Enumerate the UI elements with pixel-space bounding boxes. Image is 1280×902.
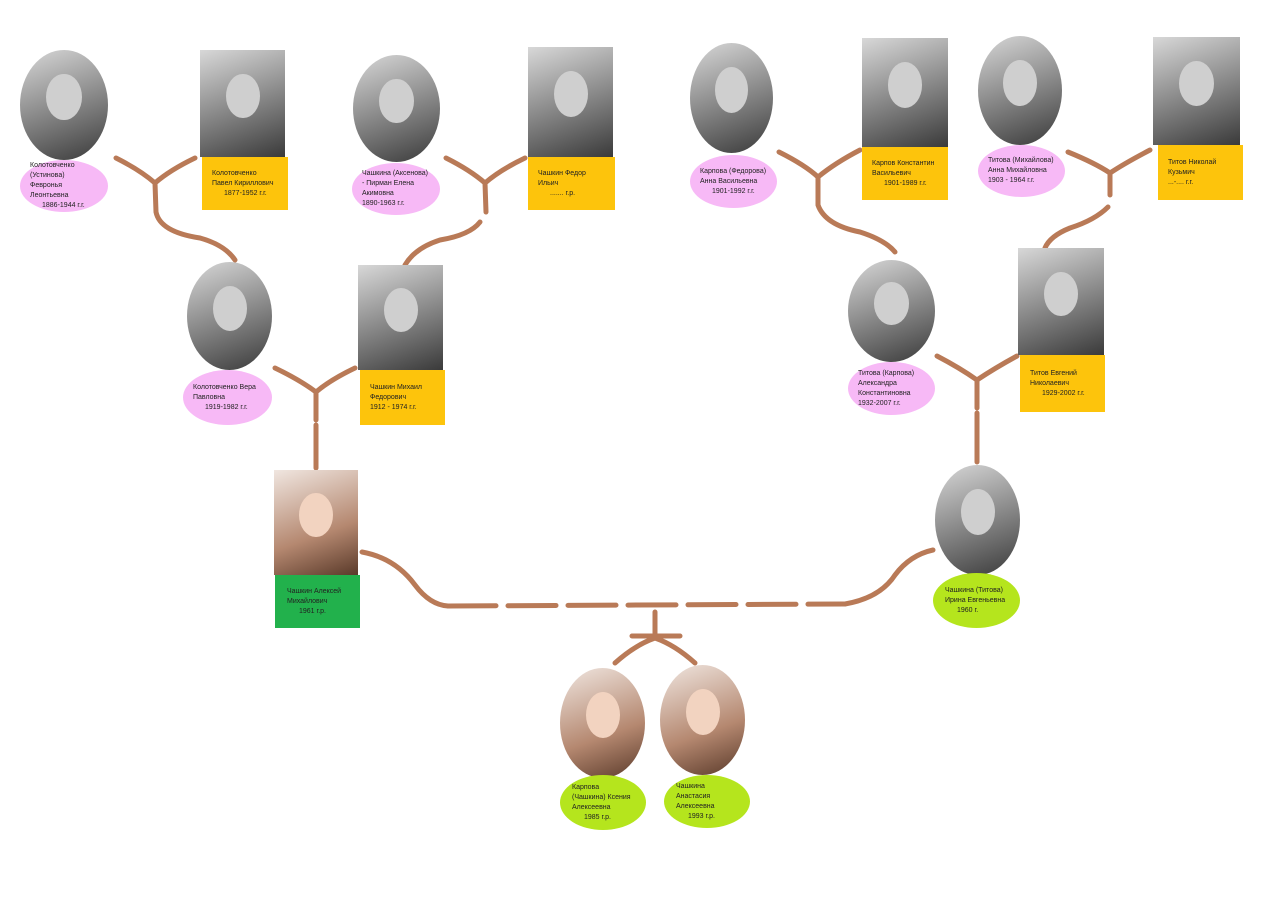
person-name: Колотовченко Вера Павловна	[193, 383, 256, 401]
person-card-anastasia[interactable]: Чашкина Анастасия Алексеевна 1993 г.р.	[664, 775, 750, 828]
connector	[445, 601, 848, 609]
person-years: 1877-1952 г.г.	[224, 189, 267, 197]
person-card-fedor[interactable]: Чашкин Федор Ильич ....... г.р.	[528, 157, 615, 210]
person-name: Чашкин Алексей Михайлович	[287, 587, 342, 605]
photo-fevronya	[20, 50, 108, 160]
connector	[1042, 147, 1153, 251]
person-name: Чашкина (Аксенова) - Пирман Елена Акимов…	[362, 170, 429, 197]
photo-anna-karpova	[690, 43, 773, 153]
person-name: Колотовченко Павел Кириллович	[212, 169, 274, 187]
person-years: 1901-1989 г.г.	[884, 179, 927, 187]
connector	[934, 353, 1020, 465]
photo-konstantin	[862, 38, 948, 147]
connector	[113, 155, 238, 263]
person-years: 1960 г.	[957, 606, 979, 614]
person-years: 1901-1992 г.г.	[712, 187, 755, 195]
person-years: ...-.... г.г.	[1168, 178, 1194, 186]
person-years: 1985 г.р.	[584, 813, 611, 821]
person-name: Чашкин Михаил Федорович	[370, 383, 423, 401]
person-years: 1961 г.р.	[299, 607, 326, 615]
connector	[776, 147, 898, 255]
person-years: 1886-1944 г.г.	[42, 202, 85, 209]
person-name: Титов Николай Кузьмич	[1168, 158, 1217, 176]
person-years: 1919-1982 г.г.	[205, 403, 248, 411]
person-card-vera[interactable]: Колотовченко Вера Павловна 1919-1982 г.г…	[183, 370, 272, 425]
person-name: Чашкина Анастасия Алексеевна	[676, 782, 715, 810]
person-name: Титов Евгений Николаевич	[1030, 369, 1077, 387]
person-card-ksenia[interactable]: Карпова (Чашкина) Ксения Алексеевна 1985…	[560, 775, 646, 830]
person-years: 1890-1963 г.г.	[362, 200, 405, 207]
photo-alexandra	[848, 260, 935, 362]
person-card-pavel[interactable]: Колотовченко Павел Кириллович 1877-1952 …	[202, 157, 288, 210]
photo-alexei	[274, 470, 358, 575]
person-name: Чашкин Федор Ильич	[538, 169, 586, 187]
person-card-fevronya[interactable]: Колотовченко (Устинова) Февронья Леонтье…	[20, 160, 108, 212]
photo-mikhail	[358, 265, 443, 370]
photo-irina	[935, 465, 1020, 575]
person-years: 1929-2002 г.г.	[1042, 389, 1085, 397]
photo-vera	[187, 262, 272, 370]
person-years: 1912 - 1974 г.г.	[370, 403, 417, 411]
person-years: 1932-2007 г.г.	[858, 399, 901, 407]
person-card-evgeny[interactable]: Титов Евгений Николаевич 1929-2002 г.г.	[1020, 355, 1105, 412]
connector	[359, 549, 451, 609]
person-card-alexei[interactable]: Чашкин Алексей Михайлович 1961 г.р.	[275, 575, 360, 628]
person-name: Карпов Константин Васильевич	[872, 159, 935, 177]
photo-nikolai	[1153, 37, 1240, 145]
photo-anastasia	[660, 665, 745, 775]
connector	[402, 155, 528, 268]
person-years: 1903 - 1964 г.г.	[988, 177, 1035, 184]
photo-fedor	[528, 47, 613, 157]
person-name: Титова (Карпова) Александра Константинов…	[858, 369, 915, 397]
person-years: ....... г.р.	[550, 189, 576, 197]
person-name: Титова (Михайлова) Анна Михайловна	[988, 157, 1054, 174]
person-card-mikhail[interactable]: Чашкин Михаил Федорович 1912 - 1974 г.г.	[360, 370, 445, 425]
person-card-anna-karpova[interactable]: Карпова (Федорова) Анна Васильевна 1901-…	[690, 155, 777, 208]
photo-pavel	[200, 50, 285, 157]
connector	[272, 365, 358, 471]
person-card-irina[interactable]: Чашкина (Титова) Ирина Евгеньевна 1960 г…	[933, 573, 1020, 628]
photo-elena	[353, 55, 440, 162]
person-card-alexandra[interactable]: Титова (Карпова) Александра Константинов…	[848, 362, 935, 415]
photo-anna-titova	[978, 36, 1062, 145]
person-name: Чашкина (Титова) Ирина Евгеньевна	[945, 586, 1006, 604]
person-card-konstantin[interactable]: Карпов Константин Васильевич 1901-1989 г…	[862, 147, 948, 200]
person-name: Карпова (Чашкина) Ксения Алексеевна	[572, 783, 631, 811]
connector	[842, 547, 936, 607]
person-years: 1993 г.р.	[688, 812, 715, 820]
photo-ksenia	[560, 668, 645, 778]
person-card-anna-titova[interactable]: Титова (Михайлова) Анна Михайловна 1903 …	[978, 145, 1065, 197]
person-card-elena[interactable]: Чашкина (Аксенова) - Пирман Елена Акимов…	[352, 163, 440, 215]
connector	[612, 609, 698, 666]
person-card-nikolai[interactable]: Титов Николай Кузьмич ...-.... г.г.	[1158, 145, 1243, 200]
photo-evgeny	[1018, 248, 1104, 355]
person-name: Карпова (Федорова) Анна Васильевна	[700, 167, 767, 185]
person-name: Колотовченко (Устинова) Февронья Леонтье…	[30, 162, 75, 199]
